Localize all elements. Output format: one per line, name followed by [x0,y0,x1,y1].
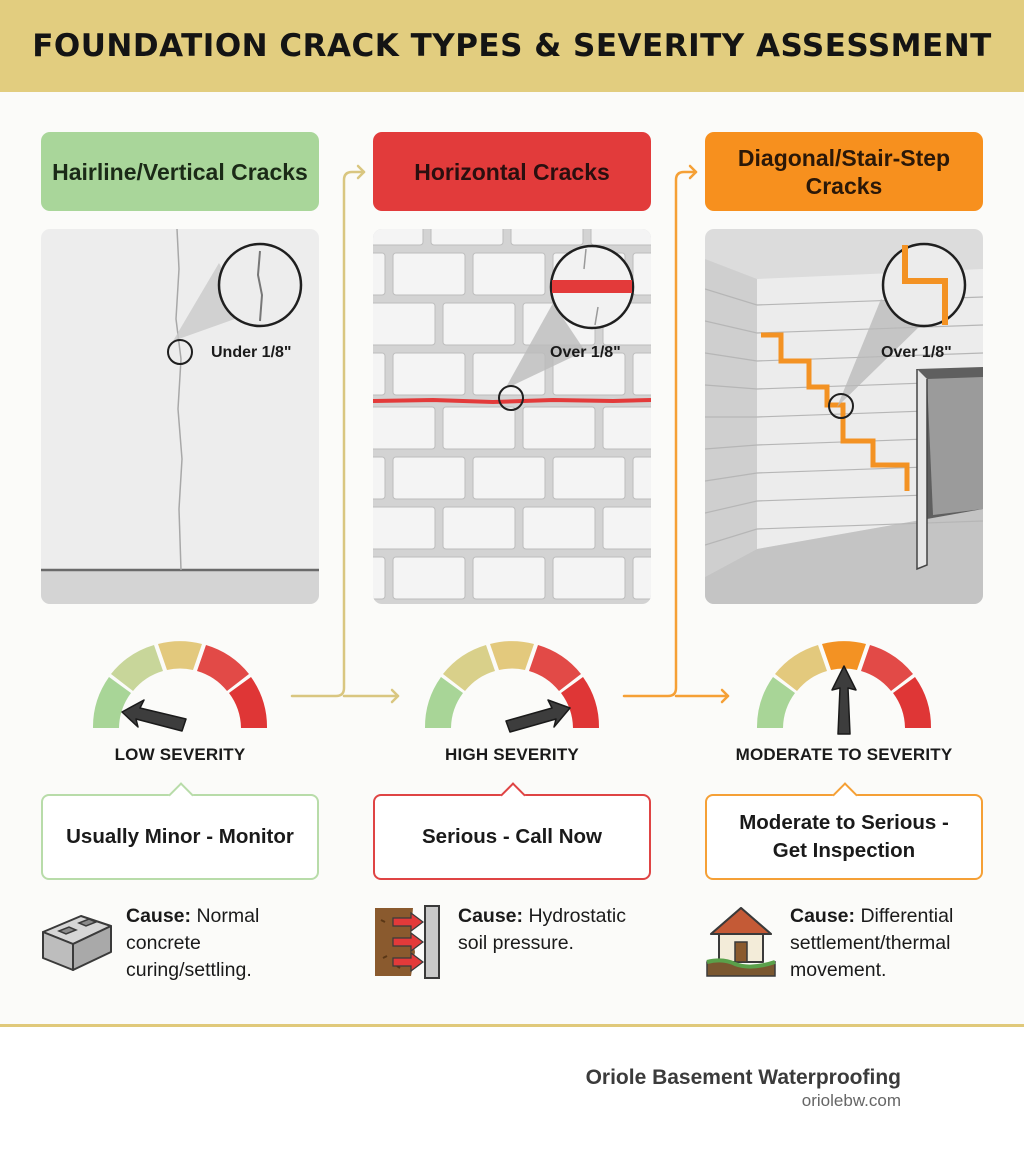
footer-divider [0,1024,1024,1027]
recommendation-box: Moderate to Serious - Get Inspection [705,782,983,880]
crack-type-title: Horizontal Cracks [373,132,651,211]
severity-gauge [424,641,600,733]
cause-description: Normal concrete curing/settling. [126,905,260,981]
cause-text: Cause: Normal concrete curing/settling. [126,903,326,984]
column-horizontal: Horizontal Cracks Over 1/8" [373,0,651,1026]
company-website: oriolebw.com [801,1091,901,1110]
cause-label: Cause: [790,905,856,927]
cause-label: Cause: [458,905,524,927]
cause-description: Differential settlement/thermal movement… [790,905,954,981]
crack-type-title: Diagonal/Stair-Step Cracks [705,132,983,211]
page-title: FOUNDATION CRACK TYPES & SEVERITY ASSESS… [32,28,992,64]
cause-label: Cause: [126,905,192,927]
horizontal-crack-illustration: Over 1/8" [373,229,651,604]
cause-description: Hydrostatic soil pressure. [458,905,626,954]
cause-text: Cause: Hydrostatic soil pressure. [458,903,658,957]
recommendation-text: Moderate to Serious - Get Inspection [739,811,949,862]
crack-width-label: Under 1/8" [211,344,292,361]
diagonal-crack-illustration: Over 1/8" [705,229,983,604]
company-name: Oriole Basement Waterproofing [585,1066,901,1089]
column-diagonal: Diagonal/Stair-Step Cracks Over 1/8" [705,0,983,1026]
severity-label: HIGH SEVERITY [445,745,579,764]
house-settlement-icon [706,907,776,977]
recommendation-text: Serious - Call Now [422,825,602,848]
recommendation-text: Usually Minor - Monitor [66,825,294,848]
callout-notch [832,782,858,808]
soil-pressure-icon [375,905,440,979]
crack-type-title: Hairline/Vertical Cracks [41,132,319,211]
callout-notch [500,782,526,808]
recommendation-box: Serious - Call Now [373,782,651,880]
cause-text: Cause: Differential settlement/thermal m… [790,903,990,984]
severity-gauge [92,641,268,732]
callout-notch [168,782,194,808]
severity-label: MODERATE TO SEVERITY [735,745,953,764]
title-banner: FOUNDATION CRACK TYPES & SEVERITY ASSESS… [0,0,1024,92]
recommendation-box: Usually Minor - Monitor [41,782,319,880]
hairline-crack-illustration: Under 1/8" [41,229,319,604]
column-hairline: Hairline/Vertical Cracks Under 1/8" LOW … [41,0,319,1026]
crack-width-label: Over 1/8" [881,344,952,361]
severity-gauge [756,641,932,735]
footer [0,1027,1024,1154]
concrete-block-icon [42,915,112,971]
severity-label: LOW SEVERITY [114,745,246,764]
crack-width-label: Over 1/8" [550,344,621,361]
